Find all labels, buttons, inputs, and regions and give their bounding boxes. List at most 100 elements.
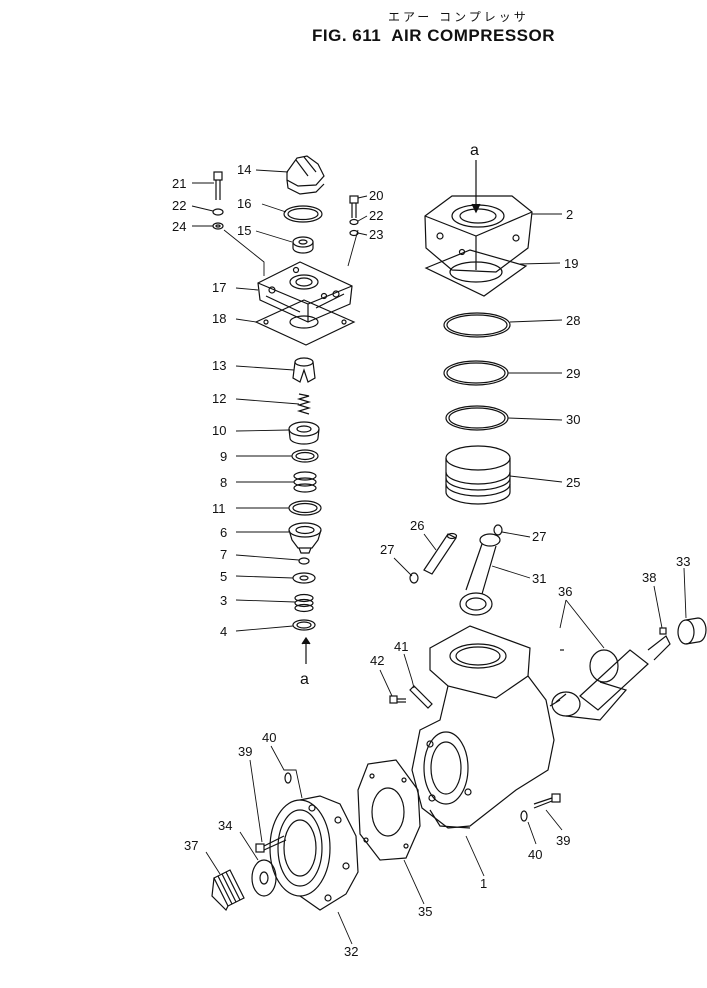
callout-26: 26	[410, 518, 424, 533]
callout-17: 17	[212, 280, 226, 295]
part-16-o-ring	[283, 205, 323, 223]
part-22-washer-right	[349, 218, 359, 226]
part-32-rear-housing	[269, 795, 359, 911]
part-8-spring	[293, 471, 317, 493]
part-1-crankcase	[411, 625, 555, 829]
part-37-gear	[211, 869, 245, 912]
part-28-piston-ring	[443, 312, 511, 338]
callout-33: 33	[676, 554, 690, 569]
callout-27-left: 27	[380, 542, 394, 557]
part-7-washer	[298, 557, 310, 565]
part-41-dowel	[409, 685, 433, 709]
part-38-key	[659, 627, 667, 635]
flow-arrow-top	[471, 160, 481, 214]
callout-37: 37	[184, 838, 198, 853]
callout-23: 23	[369, 227, 383, 242]
part-24-washer	[212, 222, 224, 230]
callout-40-right: 40	[528, 847, 542, 862]
callout-25: 25	[566, 475, 580, 490]
part-21-bolt	[213, 171, 223, 200]
callout-35: 35	[418, 904, 432, 919]
part-27-snap-ring-right	[493, 524, 503, 536]
part-14-cap	[286, 155, 325, 195]
callout-40-left: 40	[262, 730, 276, 745]
part-12-spring	[296, 393, 312, 415]
part-17-cylinder-head	[257, 261, 353, 323]
part-2-cylinder-block	[424, 195, 533, 273]
callout-34: 34	[218, 818, 232, 833]
callout-1: 1	[480, 876, 487, 891]
part-31-connecting-rod	[459, 533, 501, 616]
part-19-gasket	[424, 249, 528, 297]
leader-lines	[191, 169, 687, 945]
callout-22-right: 22	[369, 208, 383, 223]
callout-41: 41	[394, 639, 408, 654]
callout-31: 31	[532, 571, 546, 586]
part-30-piston-ring	[445, 405, 509, 431]
part-35-gasket	[357, 759, 421, 861]
part-34-thrust-washer	[251, 859, 277, 897]
callout-10: 10	[212, 423, 226, 438]
callout-22-left: 22	[172, 198, 186, 213]
callout-8: 8	[220, 475, 227, 490]
figure-title-japanese: エアー コンプレッサ	[388, 10, 529, 24]
flow-label-bottom: a	[300, 671, 309, 688]
part-26-piston-pin	[423, 532, 458, 575]
callout-42: 42	[370, 653, 384, 668]
part-36-crankshaft	[549, 635, 671, 721]
part-18-gasket	[254, 299, 356, 346]
part-15-valve-seat	[292, 236, 314, 254]
callout-11: 11	[212, 501, 226, 516]
callout-21: 21	[172, 176, 186, 191]
callout-6: 6	[220, 525, 227, 540]
part-39-bolt-right	[533, 793, 561, 809]
part-5-washer	[292, 572, 316, 584]
callout-39-left: 39	[238, 744, 252, 759]
callout-2: 2	[566, 207, 573, 222]
figure-number: FIG. 611	[312, 26, 382, 45]
callout-14: 14	[237, 162, 251, 177]
callout-20: 20	[369, 188, 383, 203]
callout-5: 5	[220, 569, 227, 584]
callout-4: 4	[220, 624, 227, 639]
part-6-valve-body	[288, 522, 322, 554]
callout-13: 13	[212, 358, 226, 373]
part-13-unloader-cap	[292, 357, 316, 383]
part-39-bolt-left	[255, 835, 287, 853]
callout-7: 7	[220, 547, 227, 562]
callout-27-right: 27	[532, 529, 546, 544]
callout-9: 9	[220, 449, 227, 464]
figure-title: FIG. 611 AIR COMPRESSOR	[312, 26, 555, 46]
part-29-piston-ring	[443, 360, 509, 386]
callout-30: 30	[566, 412, 580, 427]
callout-3: 3	[220, 593, 227, 608]
callout-19: 19	[564, 256, 578, 271]
callout-36: 36	[558, 584, 572, 599]
part-4-ring	[292, 619, 316, 631]
callout-38: 38	[642, 570, 656, 585]
callout-29: 29	[566, 366, 580, 381]
callout-18: 18	[212, 311, 226, 326]
part-40-washer-right	[520, 810, 528, 822]
flow-arrow-bottom	[301, 636, 311, 664]
callout-32: 32	[344, 944, 358, 959]
part-25-piston	[445, 445, 511, 505]
callout-12: 12	[212, 391, 226, 406]
part-10-valve	[288, 421, 320, 445]
callout-16: 16	[237, 196, 251, 211]
callout-24: 24	[172, 219, 186, 234]
figure-name: AIR COMPRESSOR	[391, 26, 555, 45]
callout-39-right: 39	[556, 833, 570, 848]
part-22-washer-left	[212, 208, 224, 216]
part-20-bolt	[349, 195, 359, 218]
callout-28: 28	[566, 313, 580, 328]
callout-15: 15	[237, 223, 251, 238]
callout-labels: 14 16 15 21 22 24 20 22 23 17 18 13 12 1…	[172, 142, 690, 959]
part-9-ring	[291, 449, 319, 463]
part-33-bearing	[677, 617, 707, 645]
part-40-washer-left	[284, 772, 292, 784]
part-11-o-ring	[288, 500, 322, 516]
part-27-snap-ring-left	[409, 572, 419, 584]
part-42-bolt	[389, 695, 406, 704]
